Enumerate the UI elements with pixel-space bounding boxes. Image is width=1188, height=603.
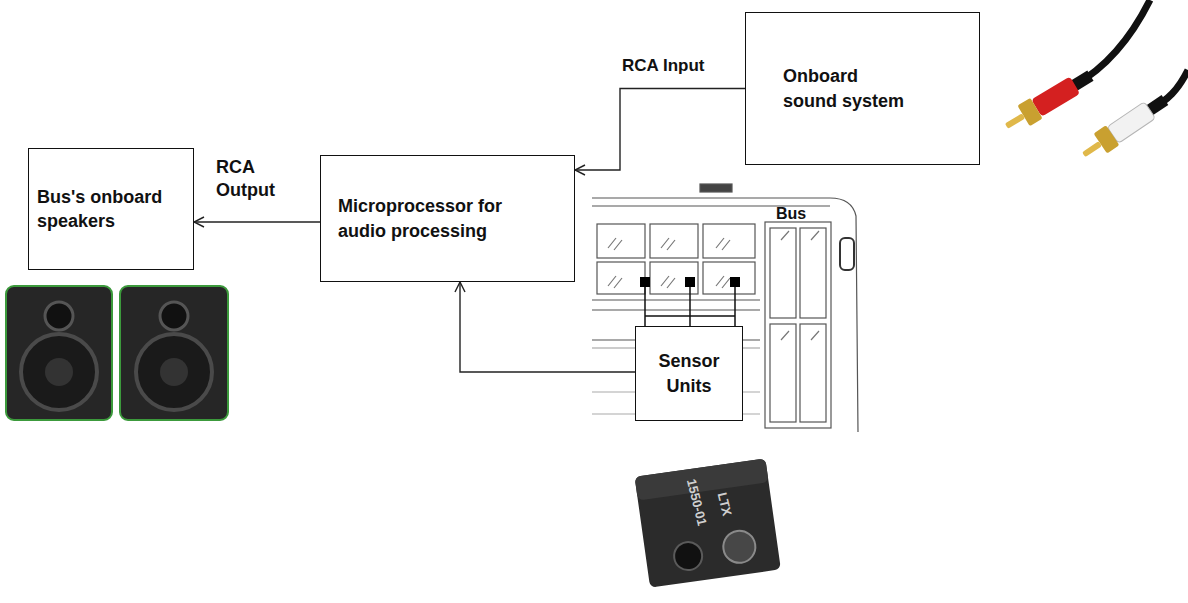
box-label: Onboard sound system (783, 64, 911, 113)
box-label: Microprocessor for audio processing (338, 194, 528, 243)
speaker-woofer (21, 334, 97, 410)
plug-body (1031, 76, 1080, 116)
box-label: Bus's onboard speakers (37, 185, 185, 234)
process-box: Sensor Units (635, 326, 743, 421)
speaker-cabinet (6, 286, 112, 420)
plug-ring (1094, 125, 1120, 153)
door-panel (770, 324, 796, 422)
bus-body (592, 198, 858, 432)
speaker-cone (160, 358, 188, 386)
process-box: Microprocessor for audio processing (320, 155, 575, 282)
window (597, 262, 645, 294)
illustration-label: Bus (776, 204, 806, 225)
signal-connector (460, 282, 635, 372)
signal-connector (575, 89, 745, 171)
sensor-wire (645, 287, 735, 326)
window-glare (608, 238, 730, 288)
window (703, 262, 755, 294)
window (650, 262, 698, 294)
plug-pin (1005, 113, 1025, 128)
door-panel (770, 228, 796, 318)
sensor-housing (635, 458, 781, 587)
plug-ring (1017, 98, 1042, 126)
plug-pin (1082, 141, 1102, 157)
rca-plug-white (1077, 90, 1172, 165)
sensor-photo (635, 458, 781, 587)
speaker-tweeter (45, 302, 73, 330)
speaker-pair (6, 286, 228, 420)
bus-drawing (592, 184, 858, 432)
connector-label: RCA Output (216, 156, 296, 203)
bus-door (765, 222, 831, 428)
rca-cable (1000, 0, 1188, 165)
sensor-mount (685, 277, 695, 287)
sensor-mount (730, 277, 740, 287)
speaker-cabinet (120, 286, 228, 420)
process-box: Onboard sound system (745, 12, 980, 165)
part-marking: LTX (713, 491, 735, 518)
door-panel (800, 324, 826, 422)
part-marking: 1550-01 (682, 477, 710, 527)
door-glare (781, 231, 819, 340)
sensor-mount (640, 277, 650, 287)
roof-unit (700, 184, 732, 192)
signal-connector (194, 221, 320, 222)
speaker-tweeter (160, 302, 188, 330)
connector-label: RCA Input (622, 55, 762, 77)
sensor-lens (721, 529, 757, 565)
sensor-emitter (672, 540, 704, 572)
door-panel (800, 228, 826, 318)
box-label: Sensor Units (643, 349, 735, 398)
speaker-woofer (136, 334, 212, 410)
sensor-wiring (640, 277, 740, 326)
speaker-cone (45, 358, 73, 386)
process-box: Bus's onboard speakers (28, 148, 194, 270)
plug-body (1107, 102, 1155, 144)
bus-mirror (840, 238, 854, 270)
rca-plug-red (1000, 65, 1096, 136)
